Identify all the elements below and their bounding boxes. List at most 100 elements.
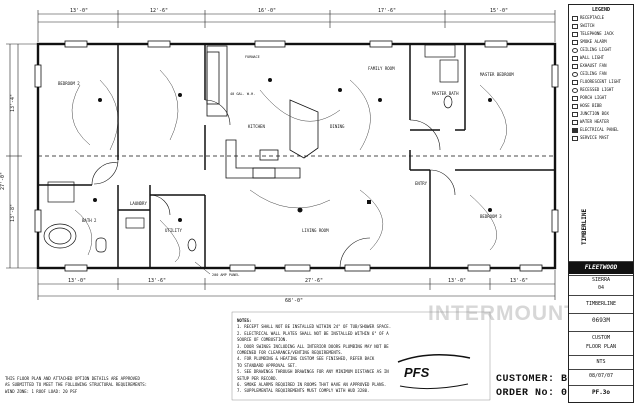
legend-item: FLUORESCENT LIGHT xyxy=(572,79,621,85)
left-dimension-lines xyxy=(6,43,38,269)
room-label-dining: DINING xyxy=(330,124,345,129)
note-line: SETUP PER RECORD. xyxy=(237,375,278,381)
building-title-area: TIMBERLINE xyxy=(571,165,631,255)
legend-item: RECESSED LIGHT xyxy=(572,87,614,93)
switch-icon xyxy=(572,23,578,29)
legend-item: CEILING LIGHT xyxy=(572,47,611,53)
legend-item: TELEPHONE JACK xyxy=(572,31,614,37)
water-heater-icon xyxy=(572,119,578,125)
room-label-bedroom2: BEDROOM 2 xyxy=(58,81,80,86)
room-label-master: MASTER BEDROOM xyxy=(480,72,514,77)
dim-top-3: 16'-0" xyxy=(258,8,276,14)
top-dimension-lines xyxy=(37,10,556,42)
note-line: TO STANDARD APPROVAL SET. xyxy=(237,362,298,368)
description-cell: CUSTOM FLOOR PLAN xyxy=(569,331,633,353)
windows xyxy=(34,40,559,272)
top-dimension-labels: 13'-0" 12'-6" 16'-0" 17'-6" 15'-0" xyxy=(70,8,508,14)
exhaust-fan-icon xyxy=(572,63,578,69)
dim-bottom-2: 13'-6" xyxy=(148,278,166,284)
description-line: FLOOR PLAN xyxy=(585,344,617,350)
note-line: 7. SUPPLEMENTAL REQUIREMENTS MUST COMPLY… xyxy=(237,388,370,394)
legend-item: CEILING FAN xyxy=(572,71,607,77)
approval-note-line: WIND ZONE: 1 ROOF LOAD: 20 PSF xyxy=(5,388,78,394)
date-cell: 08/07/07 xyxy=(569,369,633,382)
callout-furnace: FURNACE xyxy=(245,55,260,59)
dim-bottom-4: 13'-0" xyxy=(448,278,466,284)
callout-leader xyxy=(194,261,211,275)
legend-item: EXHAUST FAN xyxy=(572,63,607,69)
bottom-dimension-labels: 13'-0" 13'-6" 27'-6" 13'-0" 13'-6" 68'-0… xyxy=(68,278,528,304)
note-line: SOURCE OF COMBUSTION. xyxy=(237,337,288,343)
legend-item: HOSE BIBB xyxy=(572,103,602,109)
electrical-symbols xyxy=(93,78,492,222)
junction-box-icon xyxy=(572,111,578,117)
legend-item: PORCH LIGHT xyxy=(572,95,607,101)
model-cell: TIMBERLINE xyxy=(569,295,633,312)
room-label-utility: UTILITY xyxy=(165,228,182,233)
dim-bottom-1: 13'-0" xyxy=(68,278,86,284)
callout-water-heater: 40 GAL. W.H. xyxy=(230,92,255,96)
ceiling-fan-icon xyxy=(572,71,578,77)
fleetwood-logo: FLEETWOOD xyxy=(569,261,633,274)
general-notes: NOTES: 1. RECEPT SHALL NOT BE INSTALLED … xyxy=(237,318,482,395)
room-label-family: FAMILY ROOM xyxy=(368,66,395,71)
sheet-number-cell: PF.3o xyxy=(569,385,633,400)
bottom-dimension-lines xyxy=(37,270,556,300)
legend-item: JUNCTION BOX xyxy=(572,111,609,117)
note-line: 4. FOR PLUMBING & HEATING CUSTOM SEE FIN… xyxy=(237,356,375,362)
pfs-logo: PFS xyxy=(404,365,430,380)
dim-bottom-overall: 68'-0" xyxy=(285,298,303,304)
title-block: LEGEND RECEPTACLE SWITCH TELEPHONE JACK … xyxy=(568,4,634,403)
scale-cell: NTS xyxy=(569,355,633,368)
approval-note-line: THIS FLOOR PLAN AND ATTACHED OPTION DETA… xyxy=(5,376,140,381)
porch-light-icon xyxy=(572,95,578,101)
approval-note-line: AS SUBMITTED TO MEET THE FOLLOWING STRUC… xyxy=(5,382,148,388)
note-line: 6. SMOKE ALARMS REQUIRED IN ROOMS THAT H… xyxy=(237,382,387,388)
legend-item: SMOKE ALARM xyxy=(572,39,607,45)
legend-item: RECEPTACLE xyxy=(572,15,604,21)
wall-light-icon xyxy=(572,55,578,61)
left-dimension-labels: 27'-0" 13'-4" 13'-8" xyxy=(0,94,16,222)
callout-labels: 200 AMP PANEL 40 GAL. W.H. FURNACE xyxy=(212,55,260,277)
receptacle-icon xyxy=(572,15,578,21)
electrical-panel-icon xyxy=(572,127,578,133)
notes-frame xyxy=(231,311,491,401)
legend-item: SWITCH xyxy=(572,23,594,29)
series-cell: SIERRA 04 xyxy=(569,275,633,294)
note-line: 1. RECEPT SHALL NOT BE INSTALLED WITHIN … xyxy=(237,324,392,330)
legend-item: WALL LIGHT xyxy=(572,55,604,61)
room-label-entry: ENTRY xyxy=(415,181,428,186)
dim-left-overall: 27'-0" xyxy=(0,172,6,190)
legend-item: SERVICE MAST xyxy=(572,135,609,141)
room-labels: BEDROOM 2 BATH 2 LAUNDRY KITCHEN DINING … xyxy=(58,66,514,233)
dim-left-2: 13'-8" xyxy=(10,204,16,222)
service-mast-icon xyxy=(572,135,578,141)
legend-header: LEGEND xyxy=(591,7,611,13)
fluorescent-light-icon xyxy=(572,79,578,85)
notes-header: NOTES: xyxy=(237,318,252,323)
model-number-cell: 0693M xyxy=(569,313,633,328)
interior-walls xyxy=(38,44,555,268)
door-swings xyxy=(91,99,456,269)
smoke-alarm-icon xyxy=(572,39,578,45)
electrical-wiring-arcs xyxy=(71,69,507,263)
room-label-living: LIVING ROOM xyxy=(302,228,329,233)
telephone-jack-icon xyxy=(572,31,578,37)
series-code: 04 xyxy=(597,285,605,291)
customer-label: CUSTOMER: xyxy=(496,374,555,385)
dim-top-5: 15'-0" xyxy=(490,8,508,14)
recessed-light-icon xyxy=(572,87,578,93)
order-label: ORDER No: xyxy=(496,388,555,399)
note-line: 2. ELECTRICAL WALL PLATES SHALL NOT BE I… xyxy=(237,330,389,336)
dim-top-1: 13'-0" xyxy=(70,8,88,14)
description-line: CUSTOM xyxy=(591,335,611,341)
room-label-bath2: BATH 2 xyxy=(82,218,97,223)
room-label-master-bath: MASTER BATH xyxy=(432,91,459,96)
series-name: SIERRA xyxy=(591,277,611,283)
legend-item: WATER HEATER xyxy=(572,119,609,125)
note-line: COMBINED FOR CLEARANCE/VENTING REQUIREME… xyxy=(237,350,343,356)
dim-bottom-5: 13'-6" xyxy=(510,278,528,284)
pfs-logo-art xyxy=(397,354,471,390)
dim-top-2: 12'-6" xyxy=(150,8,168,14)
watermark: INTERMOUNTAIN xyxy=(428,302,616,325)
